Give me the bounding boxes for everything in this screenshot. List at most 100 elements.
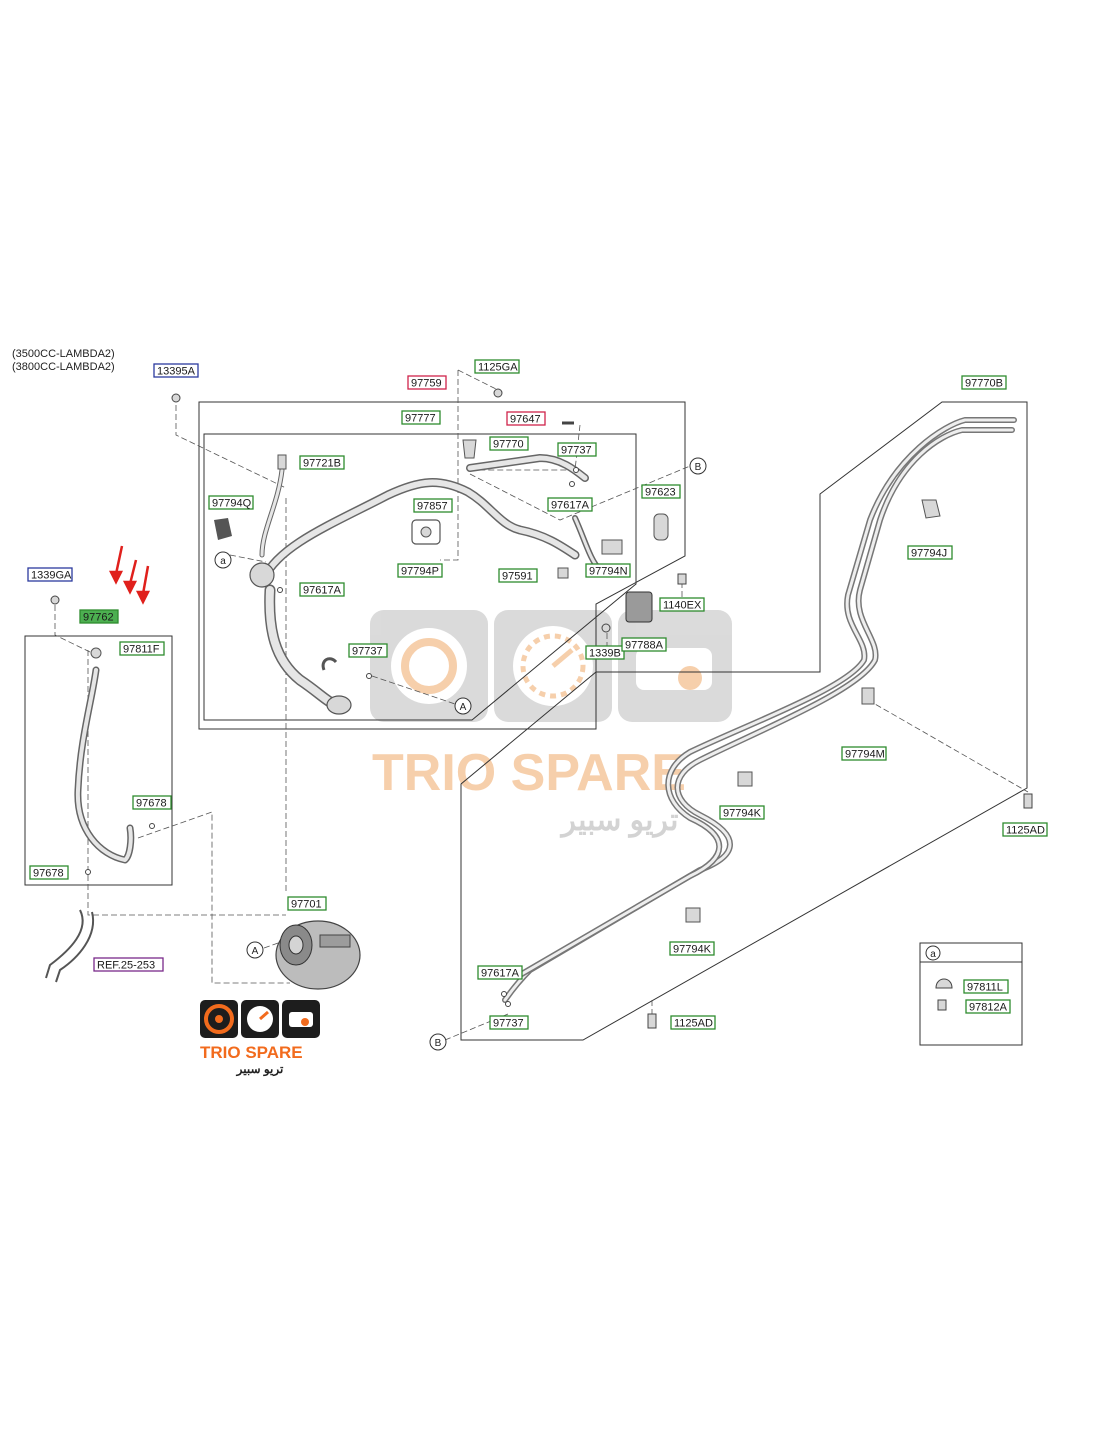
right-tube-b-fill <box>518 418 1016 977</box>
part-number-text: 97647 <box>510 414 541 426</box>
logo-disc-center <box>215 1015 223 1023</box>
main-fitting-block <box>249 562 275 588</box>
part-label-box <box>153 363 199 378</box>
nut-13395a <box>171 393 181 403</box>
part-number-text: 97811L <box>967 982 1003 994</box>
part-label-97811f: 97811F <box>119 641 165 656</box>
part-number-text: 97788A <box>625 640 664 652</box>
part-label-box <box>670 1015 716 1030</box>
part-number-text: REF.25-253 <box>97 960 155 972</box>
watermark-engine-gear <box>678 666 702 690</box>
part-number-text: 97812A <box>969 1002 1008 1014</box>
part-number-text: 97762 <box>83 612 114 624</box>
watermark-brand-trio: TRIO SPARE <box>372 744 686 802</box>
part-number-text: 1125AD <box>1006 825 1045 837</box>
part-label-box <box>557 442 597 457</box>
right-tube-assembly <box>502 417 1017 1003</box>
engine-note-3500: (3500CC-LAMBDA2) <box>12 348 115 360</box>
callout-A-main <box>454 697 472 715</box>
part-label-97759: 97759 <box>407 375 447 390</box>
part-label-97737-top: 97737 <box>557 442 597 457</box>
part-label-1339ga: 1339GA <box>27 567 73 582</box>
part-label-97721b: 97721B <box>299 455 345 470</box>
part-label-97617a-bot: 97617A <box>477 965 523 980</box>
part-label-97794m: 97794M <box>841 746 887 761</box>
logo-gauge-needle <box>259 1010 269 1021</box>
part-number-text: 13395A <box>157 366 196 378</box>
part-label-box <box>1002 822 1048 837</box>
frame-left-hose <box>24 635 173 886</box>
frame-right-tube <box>460 401 1028 1041</box>
nut-1339b <box>601 623 611 633</box>
callout-A-compressor-text: A <box>252 946 259 957</box>
part-label-97794k-b: 97794K <box>669 941 715 956</box>
part-number-text: 97678 <box>33 868 64 880</box>
part-label-box <box>907 545 953 560</box>
part-number-text: 97857 <box>417 501 448 513</box>
part-label-97701: 97701 <box>287 896 327 911</box>
part-label-box <box>93 957 164 972</box>
compressor-97701 <box>275 920 361 990</box>
part-label-box <box>208 495 254 510</box>
part-label-97788a: 97788A <box>621 637 667 652</box>
nut-1339ga <box>50 595 60 605</box>
part-label-box <box>489 1015 529 1030</box>
bracket-97770 <box>462 439 477 459</box>
frame-detail-a <box>919 942 1023 1046</box>
part-number-text: 97794K <box>723 808 762 820</box>
part-label-box <box>489 436 529 451</box>
frames <box>24 401 1028 1046</box>
logo-disc-icon <box>204 1004 234 1034</box>
leader-97794m <box>867 699 1029 793</box>
callout-a-detail-text: a <box>930 949 936 960</box>
logo-brand: TRIO SPARE <box>200 1043 303 1062</box>
part-number-text: 97617A <box>303 585 342 597</box>
part-label-97794k-a: 97794K <box>719 805 765 820</box>
oring-97617a-bot <box>501 991 507 997</box>
hose-end-fitting <box>326 695 352 715</box>
callout-a-main <box>214 551 232 569</box>
part-label-1140ex: 1140EX <box>659 597 705 612</box>
part-number-text: 97617A <box>551 500 590 512</box>
callout-A-compressor <box>246 941 264 959</box>
oring-97617a-top <box>569 481 575 487</box>
part-label-97794q: 97794Q <box>208 495 254 510</box>
part-label-box <box>547 497 593 512</box>
part-label-box <box>299 455 345 470</box>
part-label-box <box>299 582 345 597</box>
detail-a-parts <box>935 978 953 1011</box>
leader-13395a <box>175 405 287 489</box>
watermark-brand-arabic: تريو سبير <box>560 804 679 838</box>
part-label-box <box>961 375 1007 390</box>
leader-1339ga <box>54 605 91 653</box>
part-label-ref25253: REF.25-253 <box>93 957 164 972</box>
part-number-text: 97770 <box>493 439 524 451</box>
part-label-97623: 97623 <box>641 484 681 499</box>
part-number-text: 97770B <box>965 378 1003 390</box>
part-number-text: 1140EX <box>663 600 702 612</box>
clip-97794k-a <box>737 771 753 787</box>
part-label-box <box>119 641 165 656</box>
part-number-text: 97617A <box>481 968 520 980</box>
valve-core-97812a <box>937 999 947 1011</box>
main-components <box>171 388 687 715</box>
part-label-box <box>498 568 538 583</box>
part-label-97678-a: 97678 <box>132 795 172 810</box>
part-number-text: 97794M <box>845 749 885 761</box>
part-number-text: 97678 <box>136 798 167 810</box>
red-arrows <box>108 545 151 605</box>
part-label-box <box>348 643 388 658</box>
leader-left-hose <box>87 650 286 916</box>
leader-callout-b-top <box>469 465 691 521</box>
callout-a-main-text: a <box>220 556 226 567</box>
part-number-text: 97737 <box>493 1018 524 1030</box>
part-label-97857: 97857 <box>413 498 453 513</box>
part-label-97647: 97647 <box>506 411 546 426</box>
valve-97857 <box>420 526 432 538</box>
logo: TRIO SPARE تريو سبير <box>200 1000 320 1077</box>
tube-sensor-fill <box>260 468 284 557</box>
leader-97737-a <box>371 675 456 705</box>
part-label-box <box>132 795 172 810</box>
cap-97811l <box>935 978 953 989</box>
